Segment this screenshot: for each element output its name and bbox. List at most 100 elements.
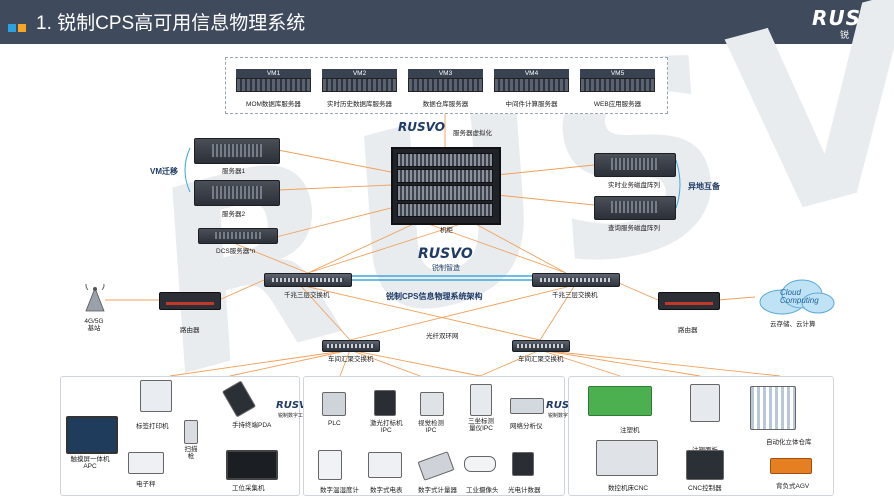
workshop-switch-right-icon	[512, 340, 570, 352]
vm-label: WEB应用服务器	[593, 101, 642, 108]
header-bar	[0, 0, 894, 44]
vm-3: VM3	[408, 69, 483, 92]
scanner-icon	[184, 420, 198, 444]
vm-label: MOM数据库服务器	[246, 101, 301, 108]
collector-icon	[226, 450, 278, 480]
vm-2: VM2	[322, 69, 397, 92]
meter-icon	[368, 452, 402, 478]
storage-realtime-icon	[594, 153, 676, 177]
panel-left-logo: RUSVO	[276, 400, 316, 411]
core-switch-right-label: 千兆三层交换机	[552, 292, 598, 299]
vm-tag: VM3	[408, 69, 483, 78]
workshop-switch-left-label: 车间汇聚交换机	[328, 356, 374, 363]
network-analyzer-label: 网络分析仪	[510, 423, 543, 430]
cloud-icon	[759, 279, 835, 315]
plc-label: PLC	[328, 420, 341, 427]
warehouse-label: 自动化立体仓库	[766, 439, 812, 446]
dcs-server-label: DCS服务器*n	[216, 248, 256, 255]
vision-label: 视觉检测 IPC	[418, 420, 444, 434]
pda-label: 手持终端PDA	[232, 422, 272, 429]
agv-label: 背负式AGV	[776, 483, 810, 490]
server-icon	[322, 78, 397, 92]
cloud-label: 云存储、云计算	[770, 321, 816, 328]
fiber-ring-label: 光纤双环网	[426, 333, 459, 340]
core-switch-left-label: 千兆三层交换机	[284, 292, 330, 299]
router-left-icon	[159, 292, 221, 310]
injection-label: 注塑机	[620, 427, 640, 434]
laser-label: 激光打标机 IPC	[370, 420, 403, 434]
vm-1: VM1	[236, 69, 311, 92]
core-switch-left-icon	[264, 273, 352, 287]
server-1-icon	[194, 138, 280, 164]
cnc-controller-label: CNC控制器	[688, 485, 722, 492]
storage-query-icon	[594, 196, 676, 220]
thermo-icon	[318, 450, 342, 480]
vm-label: 中间件计算服务器	[505, 101, 558, 108]
router-right-label: 路由器	[678, 327, 698, 334]
camera-label: 工业摄像头	[466, 487, 499, 494]
server-icon	[408, 78, 483, 92]
cnc-controller-icon	[686, 450, 724, 480]
base-station-label: 4G/5G 基站	[84, 318, 104, 332]
panel-pc-label: 触摸屏一体机 APC	[70, 456, 110, 470]
injection-icon	[588, 386, 652, 416]
vision-icon	[420, 392, 444, 416]
cabinet-icon	[391, 147, 501, 225]
scanner-label: 扫描 枪	[184, 446, 198, 460]
vm-tag: VM4	[494, 69, 569, 78]
plc-icon	[322, 392, 346, 416]
storage-realtime-label: 实时业务磁盘阵列	[608, 182, 660, 189]
cnc-icon	[596, 440, 658, 476]
cmm-label: 三坐标测 量仪IPC	[468, 418, 494, 432]
brand-logo: RUSVO	[812, 6, 894, 30]
cnc-panel-icon	[690, 384, 720, 422]
cloud-word: Cloud Computing	[780, 288, 819, 305]
server-2-icon	[194, 180, 280, 206]
panel-mid-logo-sub: 锐制数字工厂	[548, 413, 579, 419]
network-brand-logo: RUSVO	[418, 246, 473, 262]
label-printer-label: 标签打印机	[136, 423, 169, 430]
backup-label: 异地互备	[688, 182, 720, 191]
storage-query-label: 查询服务磁盘阵列	[608, 225, 660, 232]
cabinet-label: 机柜	[440, 227, 453, 234]
router-left-label: 路由器	[180, 327, 200, 334]
server-icon	[236, 78, 311, 92]
panel-left-logo-sub: 锐制数字工厂	[278, 413, 309, 419]
gauge-label: 数字式计量器	[418, 487, 457, 494]
vm-tag: VM5	[580, 69, 655, 78]
camera-icon	[464, 456, 496, 472]
dcs-server-icon	[198, 228, 278, 244]
antenna-icon	[85, 284, 105, 312]
cnc-label: 数控机床CNC	[608, 485, 649, 492]
scale-icon	[128, 452, 164, 474]
scale-label: 电子秤	[136, 481, 156, 488]
thermo-label: 数字温湿度计	[320, 487, 359, 494]
panel-pc-icon	[66, 416, 118, 454]
vm-4: VM4	[494, 69, 569, 92]
vm-label: 数据仓库服务器	[422, 101, 469, 108]
counter-icon	[512, 452, 534, 476]
accent-square-blue	[8, 24, 16, 32]
network-brand-sub: 锐制智造	[432, 265, 460, 272]
workshop-switch-right-label: 车间汇聚交换机	[518, 356, 564, 363]
page-title: 1. 锐制CPS高可用信息物理系统	[36, 13, 306, 34]
counter-label: 光电计数器	[508, 487, 541, 494]
vm-link-label: VM迁移	[150, 167, 178, 176]
accent-square-orange	[18, 24, 26, 32]
agv-icon	[770, 458, 812, 474]
server-2-label: 服务器2	[222, 211, 246, 218]
vm-tag: VM2	[322, 69, 397, 78]
virtualization-label: 服务器虚拟化	[453, 130, 492, 137]
core-switch-right-icon	[532, 273, 620, 287]
server-icon	[494, 78, 569, 92]
workshop-switch-left-icon	[322, 340, 380, 352]
laser-icon	[374, 390, 396, 416]
virtualization-logo: RUSVO	[398, 120, 445, 134]
network-analyzer-icon	[510, 398, 544, 414]
vm-label: 实时历史数据库服务器	[327, 101, 392, 108]
server-1-label: 服务器1	[222, 168, 246, 175]
meter-label: 数字式电表	[370, 487, 403, 494]
warehouse-icon	[750, 386, 796, 430]
cmm-icon	[470, 384, 492, 416]
